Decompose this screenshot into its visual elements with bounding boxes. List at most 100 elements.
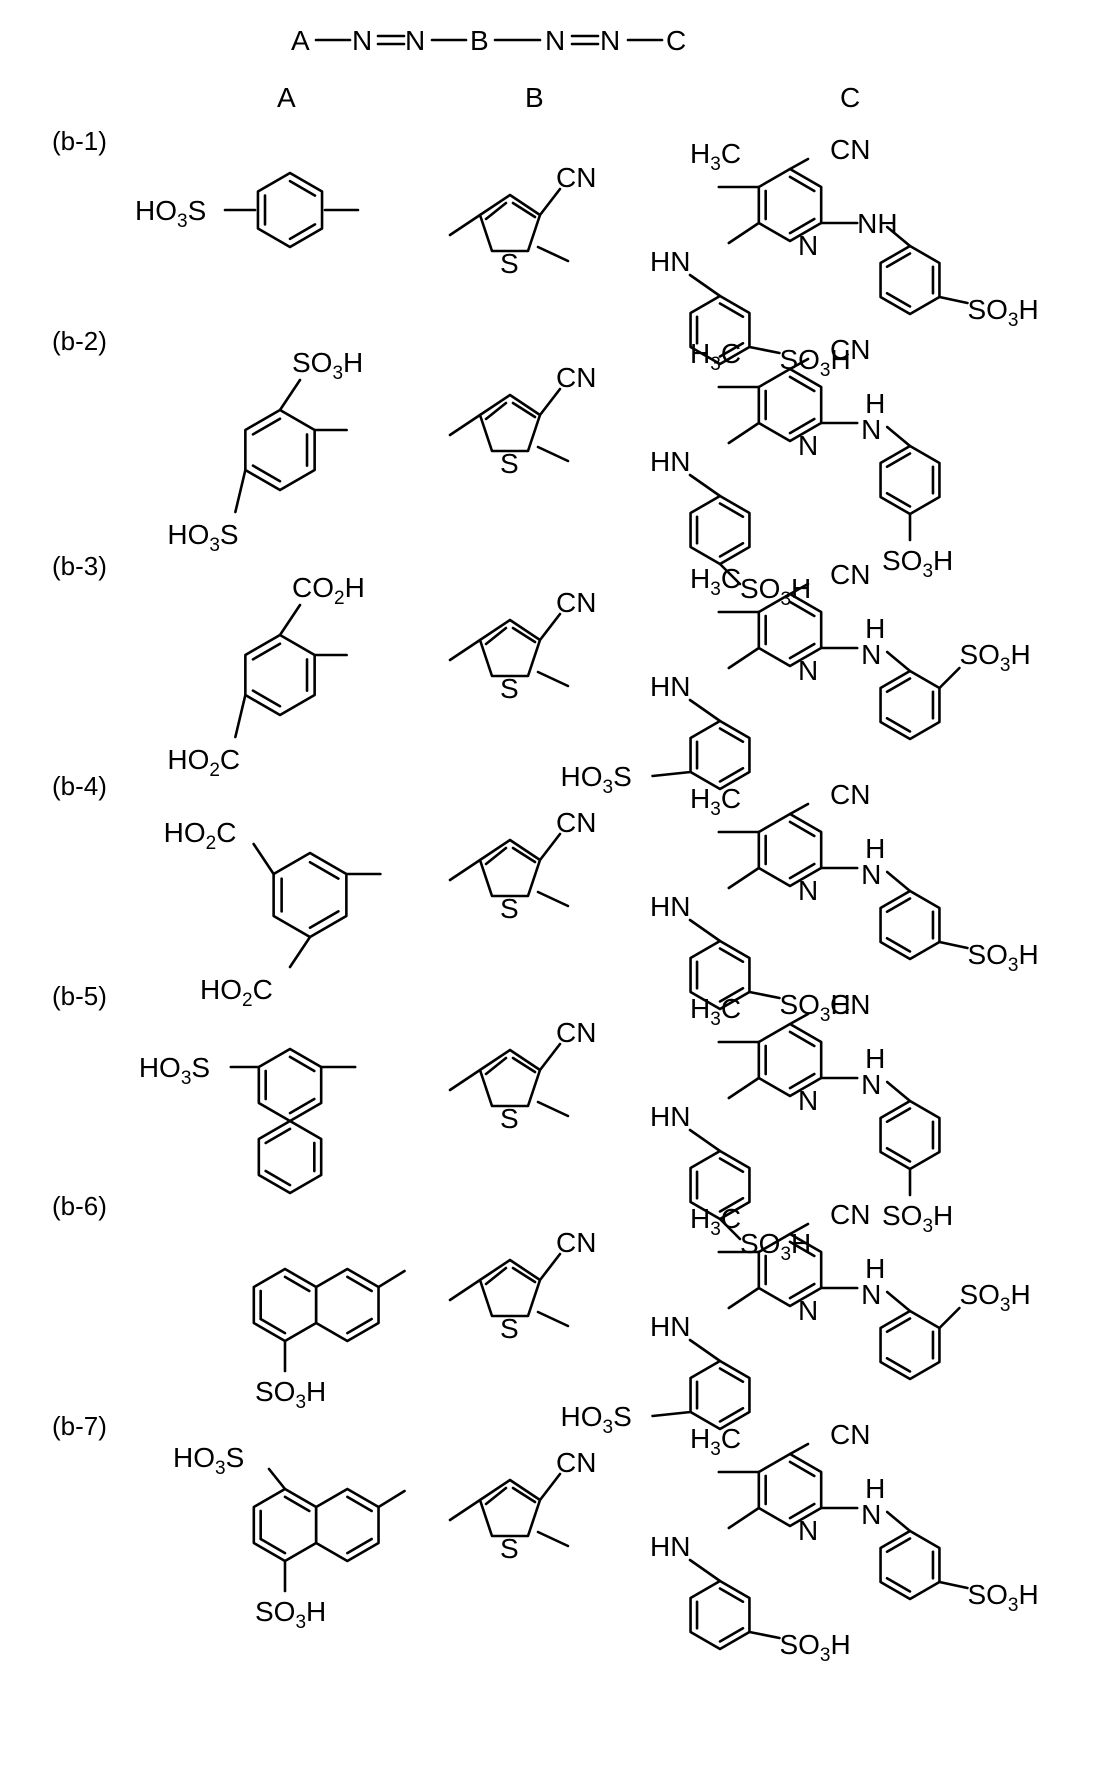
pyridine-n-label: N: [798, 230, 818, 261]
formula-n4: N: [600, 25, 620, 56]
cn-label: CN: [556, 1227, 596, 1258]
compound-row-b3: (b-3)CO2HHO2CCNSH3CCNNHNHNHO3SSO3H: [52, 551, 1031, 798]
hn-label: HN: [650, 1101, 690, 1132]
pyridine-n-label: N: [798, 655, 818, 686]
general-formula: A N N B N N C: [291, 25, 686, 56]
hn-label: HN: [650, 891, 690, 922]
compound-rows: (b-1)HO3SCNSH3CCNNHNNHSO3HSO3H(b-2)SO3HH…: [52, 126, 1039, 1666]
n-label: N: [861, 859, 881, 890]
moiety-b-thiophene: CN S: [450, 1447, 596, 1564]
hn-label: HN: [650, 246, 690, 277]
so3h-label: SO3H: [959, 639, 1030, 676]
column-header-c: C: [840, 82, 860, 113]
n-label: N: [861, 414, 881, 445]
moiety-b-thiophene: CN S: [450, 807, 596, 924]
compound-row-b7: (b-7)SO3HHO3SCNSH3CCNNHNHNSO3HSO3H: [52, 1411, 1039, 1666]
so3h-label: SO3H: [740, 573, 811, 610]
row-label: (b-1): [52, 126, 107, 156]
formula-n2: N: [405, 25, 425, 56]
h3c-label: H3C: [690, 1423, 741, 1460]
n-label: N: [861, 1499, 881, 1530]
ho3s-label: HO3S: [135, 195, 206, 232]
so3h-label: SO3H: [740, 1228, 811, 1265]
hn-label: HN: [650, 1311, 690, 1342]
ho3s-label: HO3S: [167, 519, 238, 556]
ho2c-label: HO2C: [164, 817, 237, 854]
formula-c: C: [666, 25, 686, 56]
s-label: S: [500, 448, 519, 479]
cn-label: CN: [830, 1419, 870, 1450]
compound-row-b5: (b-5)HO3SCNSH3CCNNHNHNSO3HSO3H: [52, 981, 953, 1265]
ho2c-label: HO2C: [167, 744, 240, 781]
so3h-label: SO3H: [882, 1200, 953, 1237]
row-label: (b-2): [52, 326, 107, 356]
h3c-label: H3C: [690, 993, 741, 1030]
compound-row-b1: (b-1)HO3SCNSH3CCNNHNNHSO3HSO3H: [52, 126, 1039, 381]
so3h-label: SO3H: [255, 1376, 326, 1413]
ho3s-label: HO3S: [561, 761, 632, 798]
so3h-label: SO3H: [967, 1579, 1038, 1616]
so3h-label: SO3H: [882, 545, 953, 582]
pyridine-n-label: N: [798, 1295, 818, 1326]
h3c-label: H3C: [690, 338, 741, 375]
formula-n3: N: [545, 25, 565, 56]
cn-label: CN: [830, 1199, 870, 1230]
s-label: S: [500, 1103, 519, 1134]
moiety-a: HO2C HO2C: [164, 817, 381, 1011]
s-label: S: [500, 673, 519, 704]
cn-label: CN: [830, 989, 870, 1020]
ho2c-label: HO2C: [200, 974, 273, 1011]
moiety-b-thiophene: CN S: [450, 1227, 596, 1344]
compound-row-b4: (b-4)HO2CHO2CCNSH3CCNNHNHNSO3HSO3H: [52, 771, 1039, 1026]
so3h-label: SO3H: [959, 1279, 1030, 1316]
cn-label: CN: [556, 1447, 596, 1478]
ho3s-label: HO3S: [139, 1052, 210, 1089]
moiety-c-pyridine: H3CCNNHNHNSO3HSO3H: [650, 1419, 1039, 1666]
cn-label: CN: [556, 1017, 596, 1048]
hn-label: HN: [650, 1531, 690, 1562]
formula-n1: N: [352, 25, 372, 56]
cn-label: CN: [556, 807, 596, 838]
pyridine-n-label: N: [798, 875, 818, 906]
cn-label: CN: [556, 587, 596, 618]
so3h-label: SO3H: [255, 1596, 326, 1633]
s-label: S: [500, 1533, 519, 1564]
row-label: (b-3): [52, 551, 107, 581]
row-label: (b-6): [52, 1191, 107, 1221]
cn-label: CN: [830, 134, 870, 165]
row-label: (b-7): [52, 1411, 107, 1441]
row-label: (b-4): [52, 771, 107, 801]
column-header-a: A: [277, 82, 296, 113]
moiety-b-thiophene: CN S: [450, 362, 596, 479]
so3h-label: SO3H: [779, 1629, 850, 1666]
s-label: S: [500, 893, 519, 924]
h3c-label: H3C: [690, 563, 741, 600]
ho3s-label: HO3S: [561, 1401, 632, 1438]
pyridine-n-label: N: [798, 1515, 818, 1546]
cn-label: CN: [830, 559, 870, 590]
n-label: N: [861, 1279, 881, 1310]
moiety-a: HO3S: [135, 173, 358, 247]
formula-a: A: [291, 25, 310, 56]
so3h-label: SO3H: [967, 939, 1038, 976]
cn-label: CN: [830, 779, 870, 810]
moiety-a: SO3H HO3S: [173, 1442, 405, 1633]
h3c-label: H3C: [690, 783, 741, 820]
cn-label: CN: [830, 334, 870, 365]
moiety-b-thiophene: CN S: [450, 587, 596, 704]
hn-label: HN: [650, 671, 690, 702]
cn-label: CN: [556, 362, 596, 393]
row-label: (b-5): [52, 981, 107, 1011]
ho3s-label: HO3S: [173, 1442, 244, 1479]
hn-label: HN: [650, 446, 690, 477]
moiety-a: SO3H HO3S: [167, 347, 363, 556]
h3c-label: H3C: [690, 1203, 741, 1240]
n-label: N: [861, 639, 881, 670]
s-label: S: [500, 1313, 519, 1344]
n-label: N: [861, 1069, 881, 1100]
moiety-a: CO2H HO2C: [167, 572, 364, 781]
so3h-label: SO3H: [292, 347, 363, 384]
column-header-b: B: [525, 82, 544, 113]
co2h-label: CO2H: [292, 572, 365, 609]
